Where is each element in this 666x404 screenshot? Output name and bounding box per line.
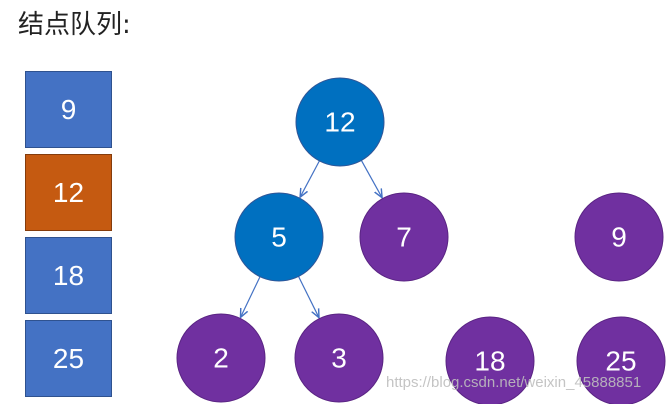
node-label: 5 <box>271 222 287 253</box>
edge-n12-n7 <box>360 160 382 197</box>
node-circle <box>176 313 266 403</box>
tree-node-3: 3 <box>294 313 384 403</box>
node-label: 18 <box>474 346 505 377</box>
queue-title: 结点队列: <box>18 10 131 40</box>
node-label: 12 <box>324 107 355 138</box>
tree-node-12: 12 <box>295 77 385 167</box>
watermark: https://blog.csdn.net/weixin_45888851 <box>386 374 642 391</box>
tree-node-18: 18 <box>445 316 535 404</box>
node-circle <box>234 192 324 282</box>
node-circle <box>294 313 384 403</box>
queue-item-18: 18 <box>25 237 112 314</box>
node-label: 9 <box>611 222 627 253</box>
queue-item-9: 9 <box>25 71 112 148</box>
node-label: 7 <box>396 222 412 253</box>
node-circle <box>576 316 666 404</box>
node-label: 3 <box>331 343 347 374</box>
edge-n5-n3 <box>297 276 320 317</box>
node-circle <box>359 192 449 282</box>
tree-node-9: 9 <box>574 192 664 282</box>
edge-n5-n2 <box>241 276 261 318</box>
node-label: 25 <box>605 346 636 377</box>
tree-node-7: 7 <box>359 192 449 282</box>
tree-node-5: 5 <box>234 192 324 282</box>
tree-node-2: 2 <box>176 313 266 403</box>
queue-item-12: 12 <box>25 154 112 231</box>
queue-item-25: 25 <box>25 320 112 397</box>
node-circle <box>295 77 385 167</box>
tree-node-25: 25 <box>576 316 666 404</box>
node-label: 2 <box>213 343 229 374</box>
node-circle <box>445 316 535 404</box>
edges-layer <box>241 160 383 317</box>
nodes-layer: 12 5 7 2 3 18 9 25 <box>176 77 666 404</box>
edge-n12-n5 <box>300 160 320 197</box>
node-circle <box>574 192 664 282</box>
